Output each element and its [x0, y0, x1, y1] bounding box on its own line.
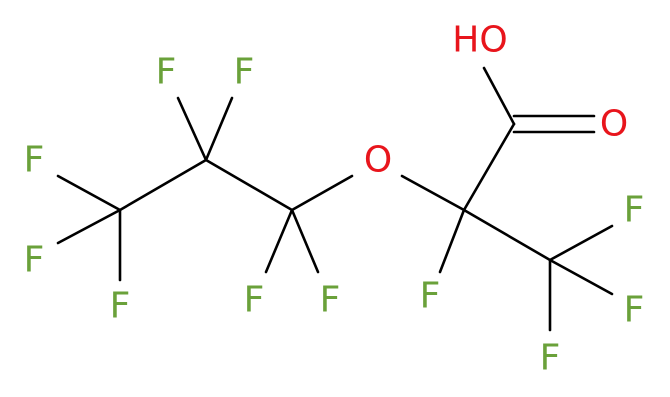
bond-c2-f4: [176, 96, 208, 162]
bonds: [56, 66, 614, 332]
bond-o-c4: [400, 174, 466, 212]
bond-c3-o: [290, 174, 354, 212]
bond-c1-c2: [118, 158, 208, 212]
bond-c5-f9: [548, 224, 614, 262]
bond-c5-f10: [548, 258, 614, 296]
atom-labels: F F F F F F F O F F F F HO O: [24, 20, 645, 379]
bond-c1-f1: [56, 174, 122, 212]
atom-fluorine: F: [244, 280, 265, 321]
atom-fluorine: F: [234, 52, 255, 93]
bond-c4-c6: [462, 122, 516, 212]
atom-fluorine: F: [24, 240, 45, 281]
bond-c2-c3: [204, 158, 294, 212]
atom-fluorine: F: [156, 52, 177, 93]
atom-fluorine: F: [320, 280, 341, 321]
atom-fluorine: F: [110, 286, 131, 327]
bond-c3-f6: [264, 208, 294, 274]
atom-fluorine: F: [540, 338, 561, 379]
bond-c4-c5: [462, 208, 552, 262]
atom-oxygen-ether: O: [364, 140, 392, 181]
atom-fluorine: F: [24, 140, 45, 181]
atom-oxygen-carbonyl: O: [600, 104, 628, 145]
bond-c3-f7: [290, 208, 320, 274]
atom-hydroxyl: HO: [452, 20, 507, 61]
atom-fluorine: F: [420, 276, 441, 317]
bond-c2-f5: [204, 96, 234, 162]
bond-c4-f8: [438, 208, 466, 274]
bond-c1-f2: [56, 208, 122, 245]
atom-fluorine: F: [624, 290, 645, 331]
atom-fluorine: F: [624, 190, 645, 231]
bond-c6-oh: [482, 66, 516, 126]
